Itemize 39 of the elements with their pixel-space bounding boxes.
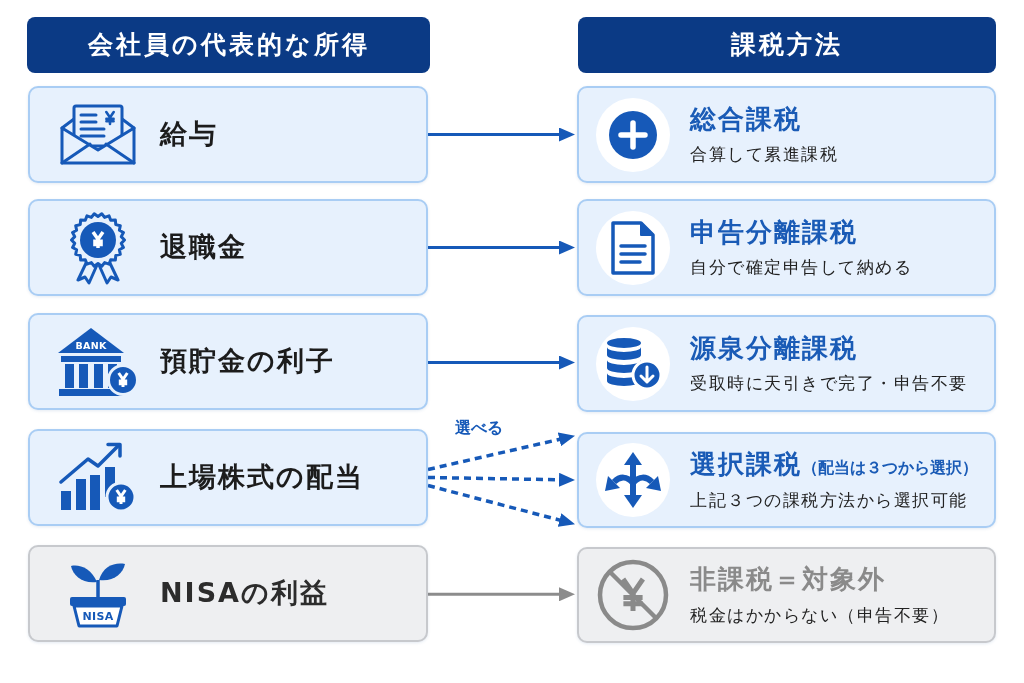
tax-method-description: 自分で確定申告して納める <box>690 256 912 280</box>
icon-caption: BANK <box>75 340 107 351</box>
income-card <box>28 313 428 410</box>
tax-method-title: 源泉分離課税 <box>690 331 858 365</box>
arrow <box>428 355 575 370</box>
title-note: （配当は３つから選択） <box>802 458 978 479</box>
income-card <box>28 545 428 642</box>
income-card <box>28 429 428 526</box>
arrow <box>428 587 575 602</box>
income-card <box>28 86 428 183</box>
column-header <box>578 17 996 73</box>
income-label: 上場株式の配当 <box>160 461 364 494</box>
tax-method-description: 上記３つの課税方法から選択可能 <box>690 488 969 512</box>
tax-method-title: 申告分離課税 <box>690 215 858 249</box>
tax-method-card <box>577 86 996 183</box>
dashed-arrow <box>427 483 576 527</box>
income-card <box>28 199 428 296</box>
arrow <box>428 127 575 142</box>
tax-method-card <box>577 547 996 643</box>
tax-method-card <box>577 315 996 412</box>
column-header <box>27 17 430 73</box>
tax-method-title: 選択課税 <box>690 448 802 481</box>
arrow <box>428 240 575 255</box>
tax-method-description: 税金はかからない（申告不要） <box>690 603 949 627</box>
tax-method-description: 合算して累進課税 <box>690 143 838 167</box>
income-label: 預貯金の利子 <box>160 345 335 378</box>
tax-method-title: 総合課税 <box>690 102 802 136</box>
dashed-arrow <box>427 432 575 472</box>
income-label: NISAの利益 <box>160 577 329 610</box>
tax-method-card <box>577 432 996 528</box>
tax-method-description: 受取時に天引きで完了・申告不要 <box>690 372 968 396</box>
tax-method-title: 非課税＝対象外 <box>690 563 886 596</box>
income-label: 退職金 <box>160 231 247 264</box>
income-label: 給与 <box>160 118 218 151</box>
icon-caption: NISA <box>82 610 114 621</box>
column-header-title: 課税方法 <box>731 30 843 60</box>
tax-method-card <box>577 199 996 296</box>
column-header-title: 会社員の代表的な所得 <box>87 30 370 60</box>
dashed-arrow <box>427 472 575 487</box>
